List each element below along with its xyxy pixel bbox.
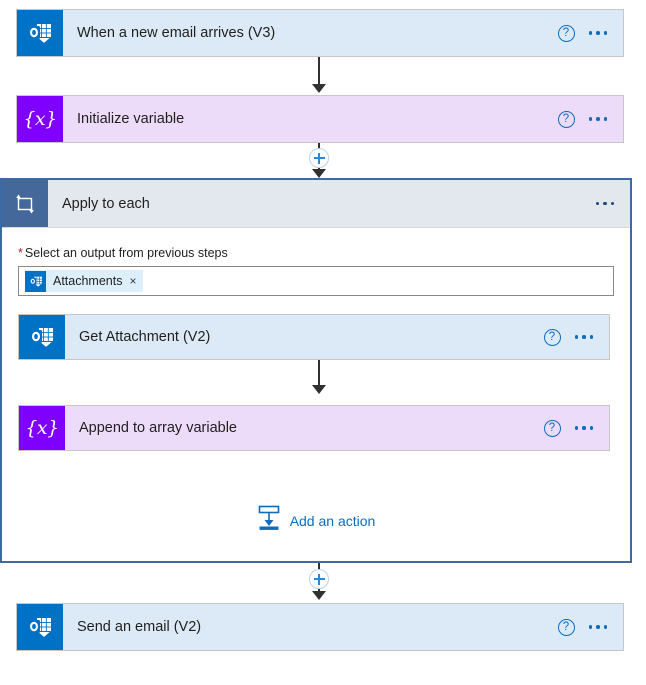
- connector-line: [318, 57, 320, 86]
- flow-card-trigger[interactable]: When a new email arrives (V3) ?: [16, 9, 624, 57]
- remove-token-icon[interactable]: ×: [129, 274, 137, 288]
- loop-icon: [2, 180, 48, 227]
- more-options-icon[interactable]: [588, 27, 607, 39]
- outlook-icon: [25, 270, 46, 292]
- outlook-icon: [19, 315, 65, 359]
- connector-arrow: [312, 84, 326, 93]
- required-asterisk: *: [18, 246, 23, 260]
- more-options-icon[interactable]: [595, 198, 614, 210]
- outlook-icon: [17, 604, 63, 650]
- field-label: *Select an output from previous steps: [18, 246, 614, 260]
- variables-glyph: {x}: [23, 108, 57, 130]
- help-icon[interactable]: ?: [557, 24, 575, 42]
- flow-card-append-to-array-variable[interactable]: {x} Append to array variable ?: [18, 405, 610, 451]
- card-actions: ?: [557, 110, 624, 128]
- connector-arrow: [312, 385, 326, 394]
- insert-step-button[interactable]: [309, 569, 329, 589]
- scope-body: *Select an output from previous steps: [2, 228, 630, 296]
- add-an-action-label: Add an action: [289, 512, 376, 529]
- scope-header[interactable]: Apply to each: [2, 180, 630, 228]
- select-output-input[interactable]: Attachments ×: [18, 266, 614, 296]
- insert-step-button[interactable]: [309, 148, 329, 168]
- variables-icon: {x}: [17, 96, 63, 142]
- more-options-icon[interactable]: [574, 331, 593, 343]
- help-icon[interactable]: ?: [557, 110, 575, 128]
- more-options-icon[interactable]: [588, 621, 607, 633]
- card-actions: ?: [543, 419, 610, 437]
- help-icon[interactable]: ?: [557, 618, 575, 636]
- connector-line: [318, 360, 320, 388]
- flow-card-title: Append to array variable: [79, 420, 237, 436]
- scope-title: Apply to each: [62, 195, 150, 212]
- connector-line: [318, 143, 320, 150]
- connector-arrow: [312, 169, 326, 178]
- flow-card-initialize-variable[interactable]: {x} Initialize variable ?: [16, 95, 624, 143]
- flow-card-send-an-email[interactable]: Send an email (V2) ?: [16, 603, 624, 651]
- outlook-icon: [17, 10, 63, 56]
- flow-card-get-attachment[interactable]: Get Attachment (V2) ?: [18, 314, 610, 360]
- help-icon[interactable]: ?: [543, 419, 561, 437]
- connector-arrow: [312, 591, 326, 600]
- flow-card-title: Send an email (V2): [77, 619, 202, 635]
- token-label: Attachments: [53, 274, 123, 288]
- variables-icon: {x}: [19, 406, 65, 450]
- card-actions: ?: [543, 328, 610, 346]
- add-an-action-button[interactable]: Add an action: [2, 505, 630, 536]
- connector-line: [318, 563, 320, 571]
- card-actions: ?: [557, 24, 624, 42]
- flow-card-title: Initialize variable: [77, 111, 185, 127]
- card-actions: ?: [557, 618, 624, 636]
- field-label-text: Select an output from previous steps: [24, 246, 228, 260]
- more-options-icon[interactable]: [588, 113, 607, 125]
- insert-action-icon: [257, 505, 281, 536]
- scope-actions: [595, 198, 631, 210]
- more-options-icon[interactable]: [574, 422, 593, 434]
- flow-card-title: When a new email arrives (V3): [77, 25, 276, 41]
- token-pill-attachments[interactable]: Attachments ×: [25, 270, 143, 292]
- variables-glyph: {x}: [25, 417, 59, 439]
- help-icon[interactable]: ?: [543, 328, 561, 346]
- scope-apply-to-each[interactable]: Apply to each *Select an output from pre…: [0, 178, 632, 563]
- flow-card-title: Get Attachment (V2): [79, 329, 211, 345]
